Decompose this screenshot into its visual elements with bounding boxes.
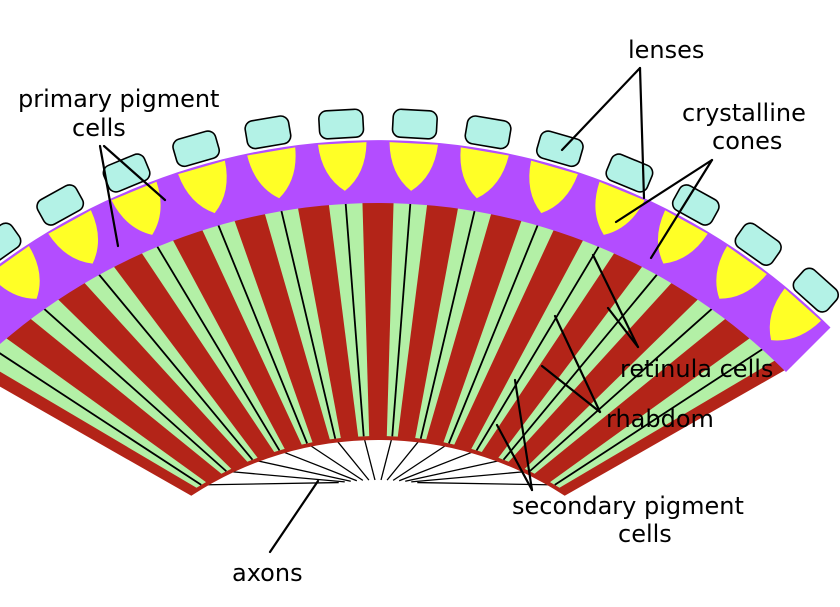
crystalline-cone [657,210,708,264]
crystalline-cone [389,142,438,191]
label-crystalline-cones-line2: cones [712,127,782,155]
label-secondary-pigment-line1: secondary pigment [512,492,744,520]
axon-bundle [201,436,555,486]
rhabdom [280,208,337,439]
axon [226,470,345,483]
rhabdom [155,244,281,451]
lens [671,184,720,226]
rhabdom [391,201,412,437]
crystalline-cone [0,246,40,299]
axon [417,481,555,486]
axon [380,436,393,481]
crystalline-cone [48,210,99,264]
leader-lenses-2 [638,66,646,200]
crystalline-cone [529,160,578,214]
label-rhabdom: rhabdom [606,405,714,433]
leader-secondary-2 [495,423,534,492]
rhabdom [529,307,714,472]
leader-lines [98,66,714,554]
rhabdom [419,208,476,439]
axon [201,481,339,486]
lens [0,222,22,266]
crystalline-cone [460,147,509,199]
rhabdom [475,244,601,451]
leader-primary-2 [102,144,167,202]
rhabdom [0,352,202,486]
lens [172,130,221,168]
lens-layer [0,108,840,313]
axon [405,459,504,482]
lens [464,115,512,150]
crystalline-cone [318,142,367,191]
rhabdom [448,223,540,444]
lens [244,115,292,150]
retinula-cell [0,337,206,488]
crystalline-cone [178,160,227,214]
lens [605,153,654,193]
rhabdom [554,347,765,486]
label-retinula-cells: retinula cells [620,355,773,383]
leader-primary-1 [98,144,120,248]
leader-retinula-1 [591,253,640,349]
label-axons: axons [232,559,303,587]
crystalline-cone [247,147,296,199]
axon [252,459,351,482]
leader-rhabdom-1 [553,314,602,414]
rhabdom [216,223,308,444]
label-secondary-pigment-line2: cells [618,520,672,548]
axon [306,442,364,481]
leader-axons [268,479,320,554]
rhabdom-layer [0,201,765,486]
axon [386,438,422,481]
rhabdom [97,272,254,461]
axon [363,436,376,481]
lens [391,108,438,140]
label-crystalline-cones-line1: crystalline [682,99,806,127]
leader-secondary-1 [513,378,534,492]
axon [411,470,530,483]
label-primary-pigment-line2: cells [72,114,126,142]
crystalline-cone-layer [0,142,821,341]
rhabdom [502,272,659,461]
rhabdom [42,307,227,472]
crystalline-cone [111,181,161,235]
label-primary-pigment-line1: primary pigment [18,85,219,113]
axon [334,438,370,481]
rhabdom [344,201,365,437]
crystalline-cone [716,246,767,299]
lens [318,108,365,140]
crystalline-cone [595,181,645,235]
lens [36,184,85,226]
axon [392,442,450,481]
axon [398,449,477,482]
leader-rhabdom-2 [540,364,602,414]
lens [792,267,840,313]
leader-retinula-2 [606,306,640,349]
leader-cones-2 [649,158,714,260]
leader-lenses-1 [560,66,642,152]
crystalline-cone [769,288,821,341]
axon [279,449,358,482]
lens [734,222,782,266]
label-lenses: lenses [628,36,704,64]
leader-cones-1 [614,158,714,224]
